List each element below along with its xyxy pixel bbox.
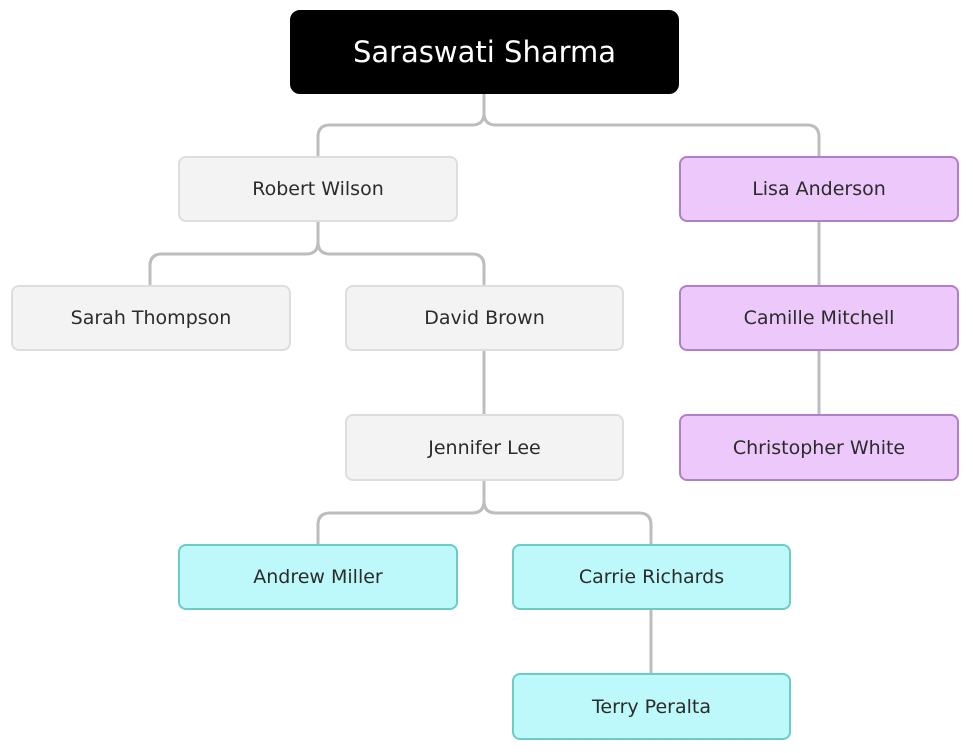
connector-robert-wilson-to-david-brown xyxy=(316,219,486,288)
node-jennifer-lee: Jennifer Lee xyxy=(345,414,624,481)
connector-jennifer-lee-to-carrie-richards xyxy=(482,478,653,547)
node-christopher-white: Christopher White xyxy=(679,414,959,481)
connector-jennifer-lee-to-andrew-miller xyxy=(316,478,486,547)
node-camille-mitchell: Camille Mitchell xyxy=(679,285,959,351)
node-sarah-thompson: Sarah Thompson xyxy=(11,285,291,351)
node-david-brown: David Brown xyxy=(345,285,624,351)
node-terry-peralta: Terry Peralta xyxy=(512,673,791,740)
node-andrew-miller: Andrew Miller xyxy=(178,544,458,610)
connector-root-to-robert-wilson xyxy=(316,91,486,159)
connector-robert-wilson-to-sarah-thompson xyxy=(148,219,320,288)
node-lisa-anderson: Lisa Anderson xyxy=(679,156,959,222)
node-saraswati-sharma: Saraswati Sharma xyxy=(290,10,679,94)
connector-root-to-lisa-anderson xyxy=(482,91,821,159)
node-carrie-richards: Carrie Richards xyxy=(512,544,791,610)
node-robert-wilson: Robert Wilson xyxy=(178,156,458,222)
